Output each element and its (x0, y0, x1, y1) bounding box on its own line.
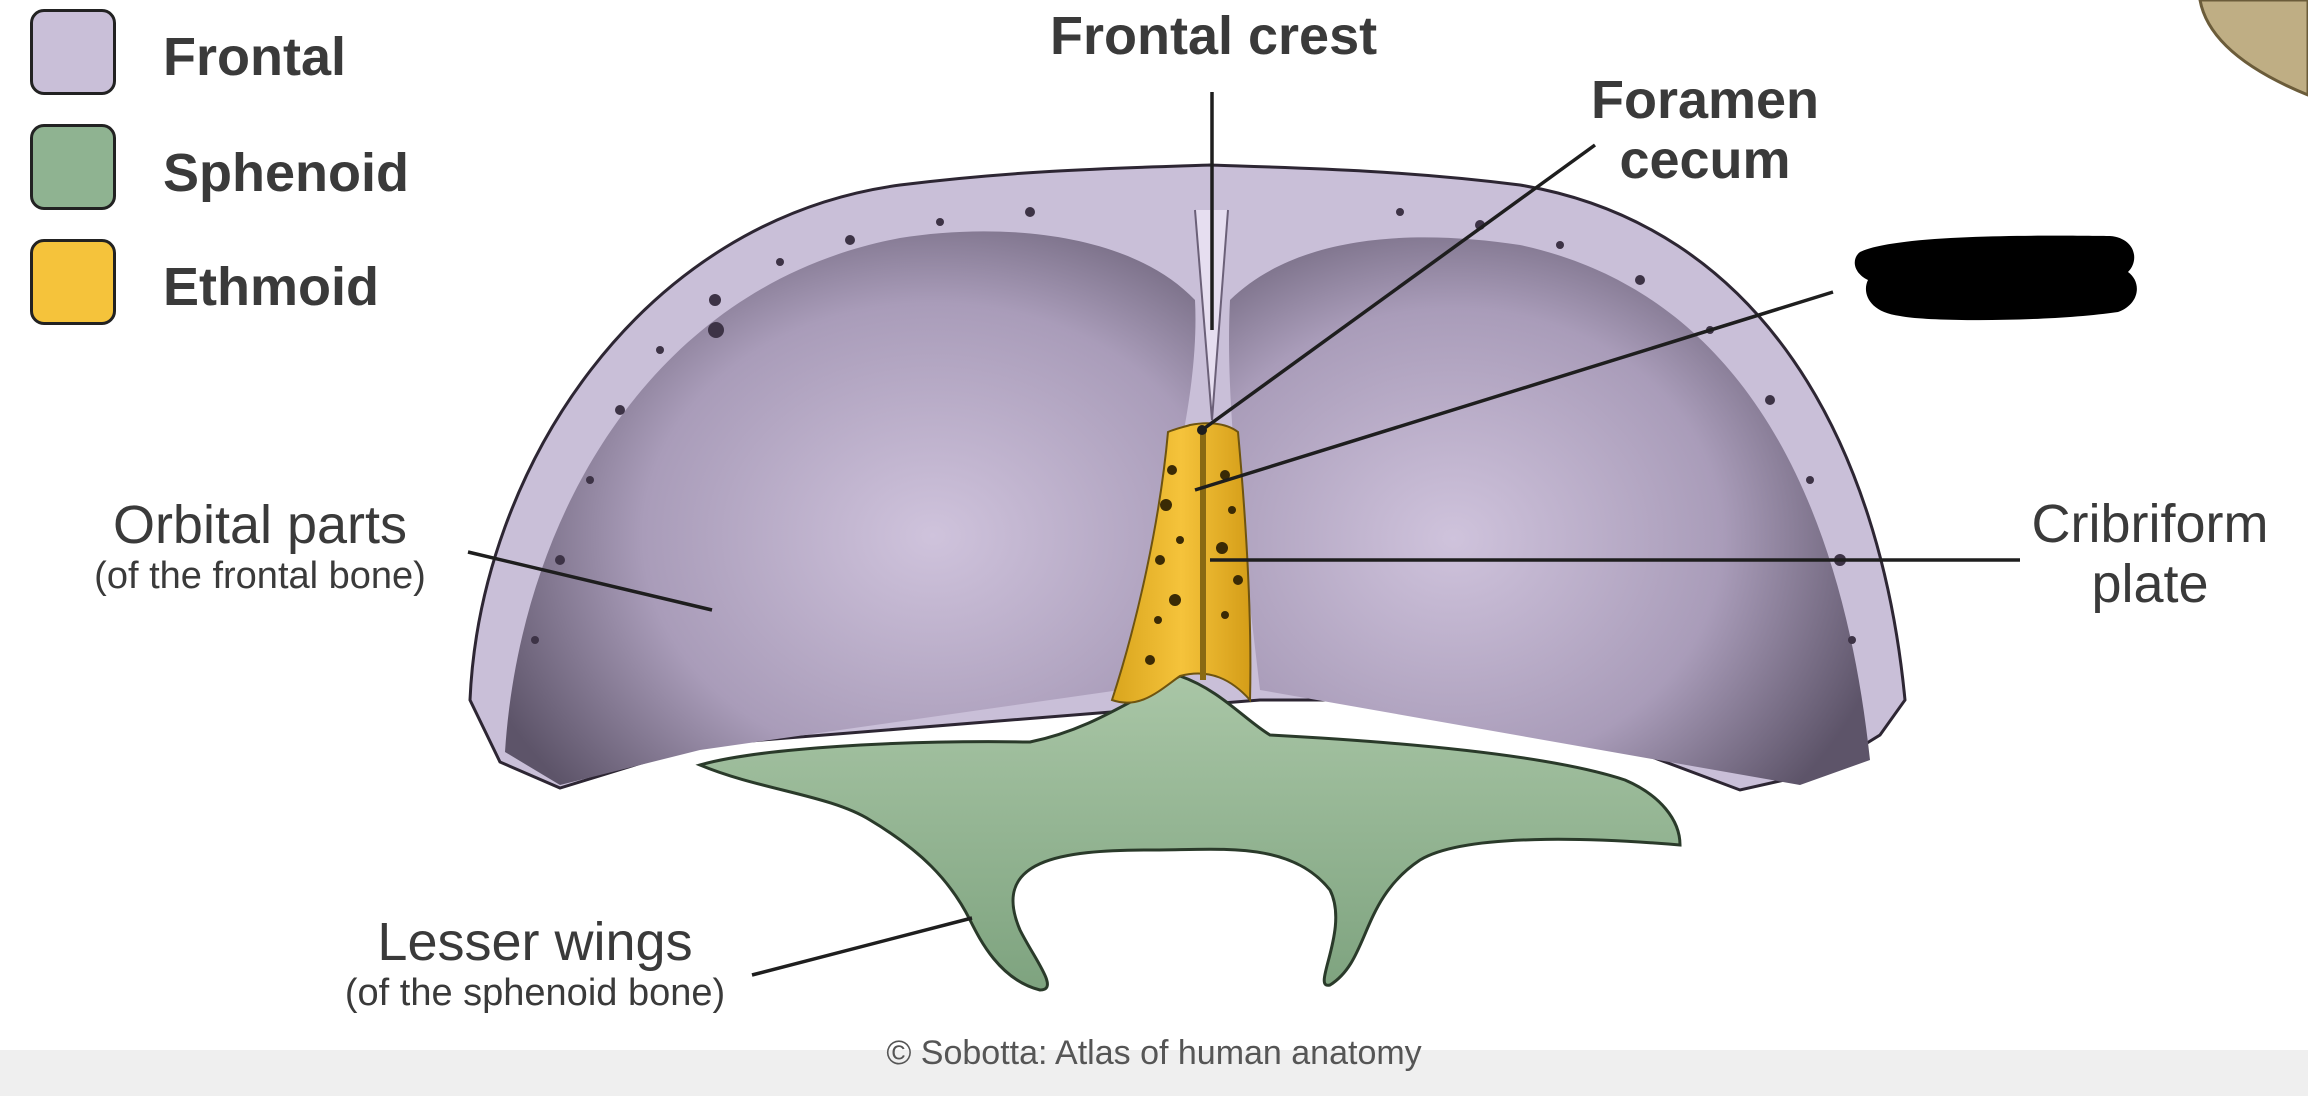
label-lesser-wings: Lesser wings (of the sphenoid bone) (300, 912, 770, 1015)
label-lesser-wings-sub: (of the sphenoid bone) (344, 972, 726, 1015)
leader-redacted (1194, 290, 1834, 492)
cribriform-foramina (1145, 465, 1243, 665)
rim-texture (531, 207, 1856, 644)
redaction-mark (1854, 235, 2137, 321)
leader-lines (467, 92, 2020, 977)
legend-label-ethmoid: Ethmoid (163, 257, 379, 317)
legend-swatch-frontal (30, 9, 116, 95)
label-cribriform-line1: Cribriform (2031, 494, 2269, 554)
label-cribriform-plate: Cribriform plate (2010, 494, 2290, 615)
label-orbital-parts-sub: (of the frontal bone) (94, 555, 426, 598)
label-orbital-parts: Orbital parts (of the frontal bone) (50, 495, 470, 598)
label-orbital-parts-main: Orbital parts (112, 495, 408, 555)
label-lesser-wings-main: Lesser wings (377, 912, 693, 972)
ethmoid-bone (1110, 422, 1252, 704)
legend-label-frontal: Frontal (163, 27, 346, 87)
copyright-text: © Sobotta: Atlas of human anatomy (886, 1034, 1422, 1072)
neighbor-skull-sliver (2198, 0, 2308, 97)
leader-lesser-wings (751, 916, 973, 977)
legend-swatch-ethmoid (30, 239, 116, 325)
legend-swatch-sphenoid (30, 124, 116, 210)
label-foramen-cecum: Foramen cecum (1560, 70, 1850, 191)
orbital-part-right (1229, 237, 1870, 785)
orbital-part-left (505, 231, 1196, 786)
label-cribriform-line2: plate (2091, 554, 2209, 615)
leader-foramen-cecum (1200, 143, 1597, 432)
label-foramen-cecum-line1: Foramen (1590, 70, 1820, 130)
footer-bar (0, 1050, 2308, 1096)
label-foramen-cecum-line2: cecum (1619, 130, 1791, 191)
label-frontal-crest: Frontal crest (1050, 6, 1378, 66)
legend-label-sphenoid: Sphenoid (163, 143, 409, 203)
leader-orbital-parts (467, 550, 713, 612)
